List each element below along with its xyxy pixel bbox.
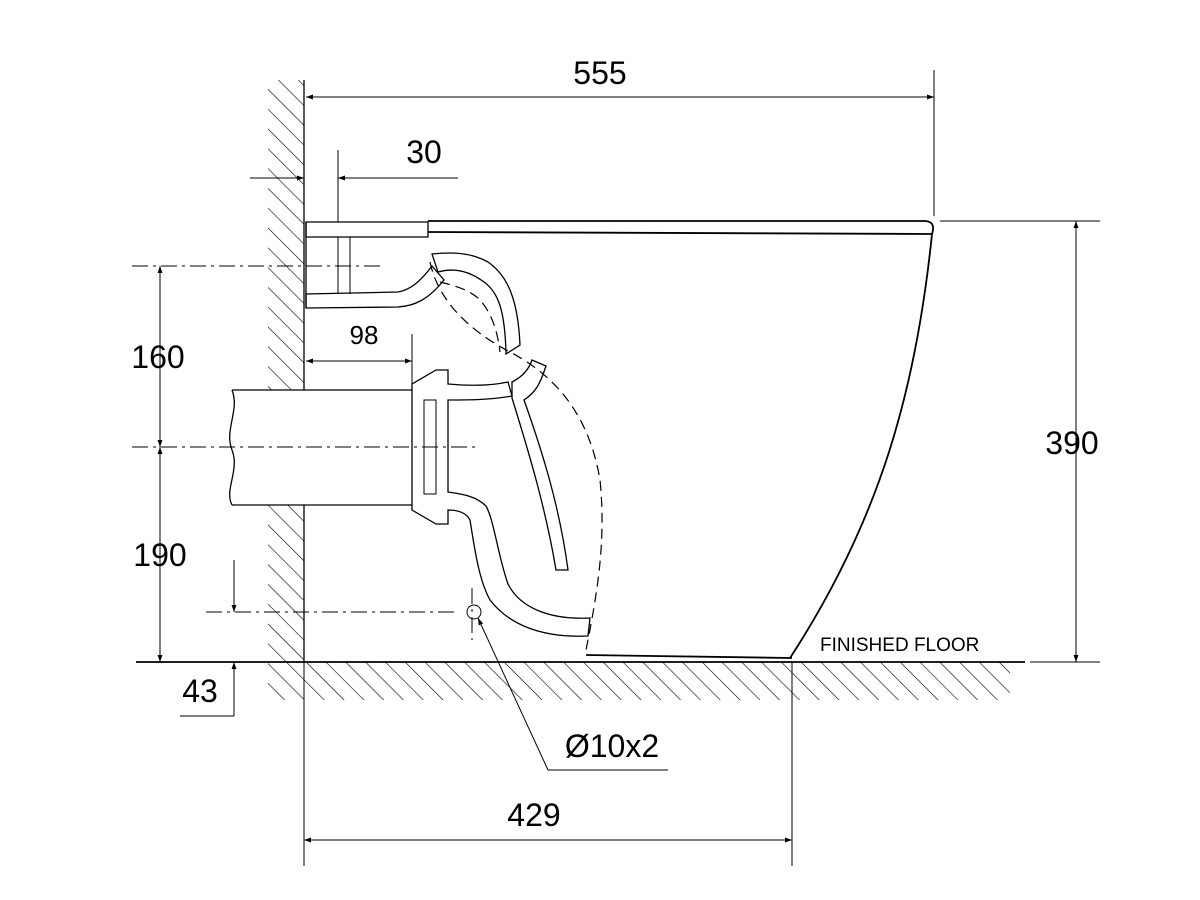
dimension-43 bbox=[180, 560, 237, 717]
waste-pipe bbox=[229, 389, 412, 506]
fixing-hole-label: Ø10x2 bbox=[565, 728, 659, 764]
flush-rim bbox=[431, 252, 521, 356]
bowl-inner-profile bbox=[429, 261, 603, 651]
dimension-98-label: 98 bbox=[350, 320, 379, 350]
dimension-98 bbox=[306, 334, 413, 384]
floor bbox=[136, 661, 1025, 700]
dimension-43-label: 43 bbox=[182, 673, 218, 709]
dimension-555 bbox=[306, 70, 935, 216]
dimension-30 bbox=[250, 150, 458, 222]
dimension-555-label: 555 bbox=[573, 55, 626, 91]
dimension-429-label: 429 bbox=[507, 797, 560, 833]
dimension-160-label: 160 bbox=[131, 339, 184, 375]
outlet-horn bbox=[411, 369, 591, 637]
finished-floor-label: FINISHED FLOOR bbox=[820, 635, 979, 656]
toilet-body bbox=[427, 220, 934, 659]
dimension-30-label: 30 bbox=[406, 134, 442, 170]
fixing-hole-leader bbox=[477, 617, 668, 771]
dimension-429 bbox=[303, 662, 793, 866]
dimension-390-label: 390 bbox=[1045, 425, 1098, 461]
fixing-hole bbox=[466, 604, 482, 620]
trapway bbox=[511, 359, 569, 571]
dimension-390 bbox=[940, 220, 1100, 663]
inlet-connector bbox=[305, 221, 445, 309]
wall bbox=[268, 80, 305, 662]
dimension-190-label: 190 bbox=[133, 537, 186, 573]
